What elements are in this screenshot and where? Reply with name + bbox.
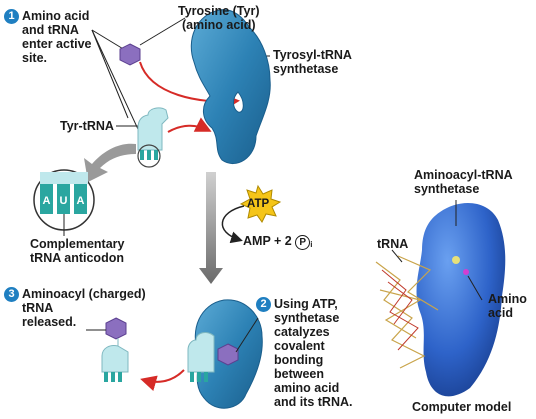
phosphate-circle: P — [295, 235, 311, 250]
tyrosine-hexagon — [119, 43, 141, 66]
anticodon-highlight-circle — [137, 144, 161, 168]
amp-text: AMP + 2 — [243, 234, 292, 248]
anticodon-base-label-1: A — [43, 195, 51, 207]
model-title: Aminoacyl-tRNA synthetase — [414, 168, 513, 196]
step-1-text: Amino acid and tRNA enter active site. — [22, 9, 91, 65]
step-1-line-3: enter active — [22, 37, 92, 51]
step-1-line-4: site. — [22, 51, 48, 65]
trna-released-base-2 — [111, 372, 115, 382]
model-title-line-1: Aminoacyl-tRNA — [414, 168, 513, 182]
step-3-line-3: released. — [22, 315, 77, 329]
red-arrow-release — [140, 369, 185, 391]
anticodon-base-label-3: A — [77, 195, 85, 207]
step-2-line-8: and its tRNA. — [274, 395, 353, 409]
step-3-text: Aminoacyl (charged) tRNA released. — [22, 287, 146, 329]
model-protein-surface — [416, 202, 506, 397]
step-2-line-3: catalyzes — [274, 325, 330, 339]
bound-amino-acid-hexagon — [217, 343, 239, 366]
released-amino-acid-hexagon — [105, 317, 127, 340]
synthetase-label: Tyrosyl-tRNA synthetase — [273, 48, 352, 76]
step-2-line-7: amino acid — [274, 381, 340, 395]
trna-bound-base-3 — [204, 372, 208, 382]
trna-released-base-1 — [104, 372, 108, 382]
anticodon-label-line-2: tRNA anticodon — [30, 251, 124, 265]
trna-bound-base-1 — [190, 372, 194, 382]
synthetase-enzyme-top — [190, 9, 271, 165]
model-active-site — [452, 256, 460, 264]
anticodon-base-1 — [40, 184, 53, 214]
atp-burst — [239, 184, 282, 223]
step-2-line-6: between — [274, 367, 325, 381]
tyrosine-label: Tyrosine (Tyr) (amino acid) — [178, 4, 260, 32]
step-3-line-2: tRNA — [22, 301, 54, 315]
step-3-badge: 3 — [4, 287, 19, 302]
step-3-line-1: Aminoacyl (charged) — [22, 287, 146, 301]
trna-released — [101, 338, 129, 373]
step-2-text: Using ATP, synthetase catalyzes covalent… — [274, 297, 352, 409]
atp-to-amp-arrow — [221, 205, 245, 244]
trna-bound-bottom — [187, 332, 215, 373]
step-2-line-2: synthetase — [274, 311, 340, 325]
tyrosine-leader — [139, 17, 186, 46]
anticodon-label-line-1: Complementary — [30, 237, 125, 251]
model-trna-label: tRNA — [377, 237, 409, 251]
model-trna-strands-red — [381, 269, 419, 351]
trna-top — [137, 107, 169, 160]
anticodon-label: Complementary tRNA anticodon — [30, 237, 124, 265]
model-amino-line-1: Amino — [488, 292, 527, 306]
anticodon-base-3 — [74, 184, 87, 214]
zoom-arrow — [84, 143, 136, 182]
step-1-badge: 1 — [4, 9, 19, 24]
tyrosine-label-line-2: (amino acid) — [181, 18, 256, 32]
anticodon-base-label-2: U — [60, 195, 68, 207]
anticodon-zoom-stem — [40, 172, 88, 184]
reaction-down-arrow — [199, 172, 223, 284]
step-2-line-4: covalent — [274, 339, 325, 353]
step-2-badge: 2 — [256, 297, 271, 312]
step-2-line-1: Using ATP, — [274, 297, 338, 311]
model-amino-acid-spot — [463, 269, 469, 275]
trna-released-base-3 — [118, 372, 122, 382]
model-trna-strands — [375, 255, 439, 369]
tyrosine-label-line-1: Tyrosine (Tyr) — [178, 4, 260, 18]
phosphate-subscript: i — [310, 240, 313, 249]
step2-leader — [235, 317, 259, 353]
model-amino-acid-label: Amino acid — [488, 292, 527, 320]
model-trna-leader — [391, 249, 403, 263]
model-amino-leader — [467, 275, 483, 301]
step-2-line-5: bonding — [274, 353, 324, 367]
model-amino-line-2: acid — [488, 306, 514, 320]
step-1-line-2: and tRNA — [22, 23, 79, 37]
model-title-line-2: synthetase — [414, 182, 480, 196]
atp-label: ATP — [247, 198, 270, 210]
synthetase-label-line-2: synthetase — [273, 62, 339, 76]
model-caption: Computer model — [412, 400, 512, 414]
step-1-line-1: Amino acid — [22, 9, 90, 23]
tyr-trna-label: Tyr-tRNA — [60, 119, 114, 133]
anticodon-base-2 — [57, 184, 70, 214]
red-arrow-trna-to-enzyme — [167, 117, 212, 133]
synthetase-label-line-1: Tyrosyl-tRNA — [273, 48, 352, 62]
computer-model — [375, 200, 506, 397]
trna-bound-base-2 — [197, 372, 201, 382]
